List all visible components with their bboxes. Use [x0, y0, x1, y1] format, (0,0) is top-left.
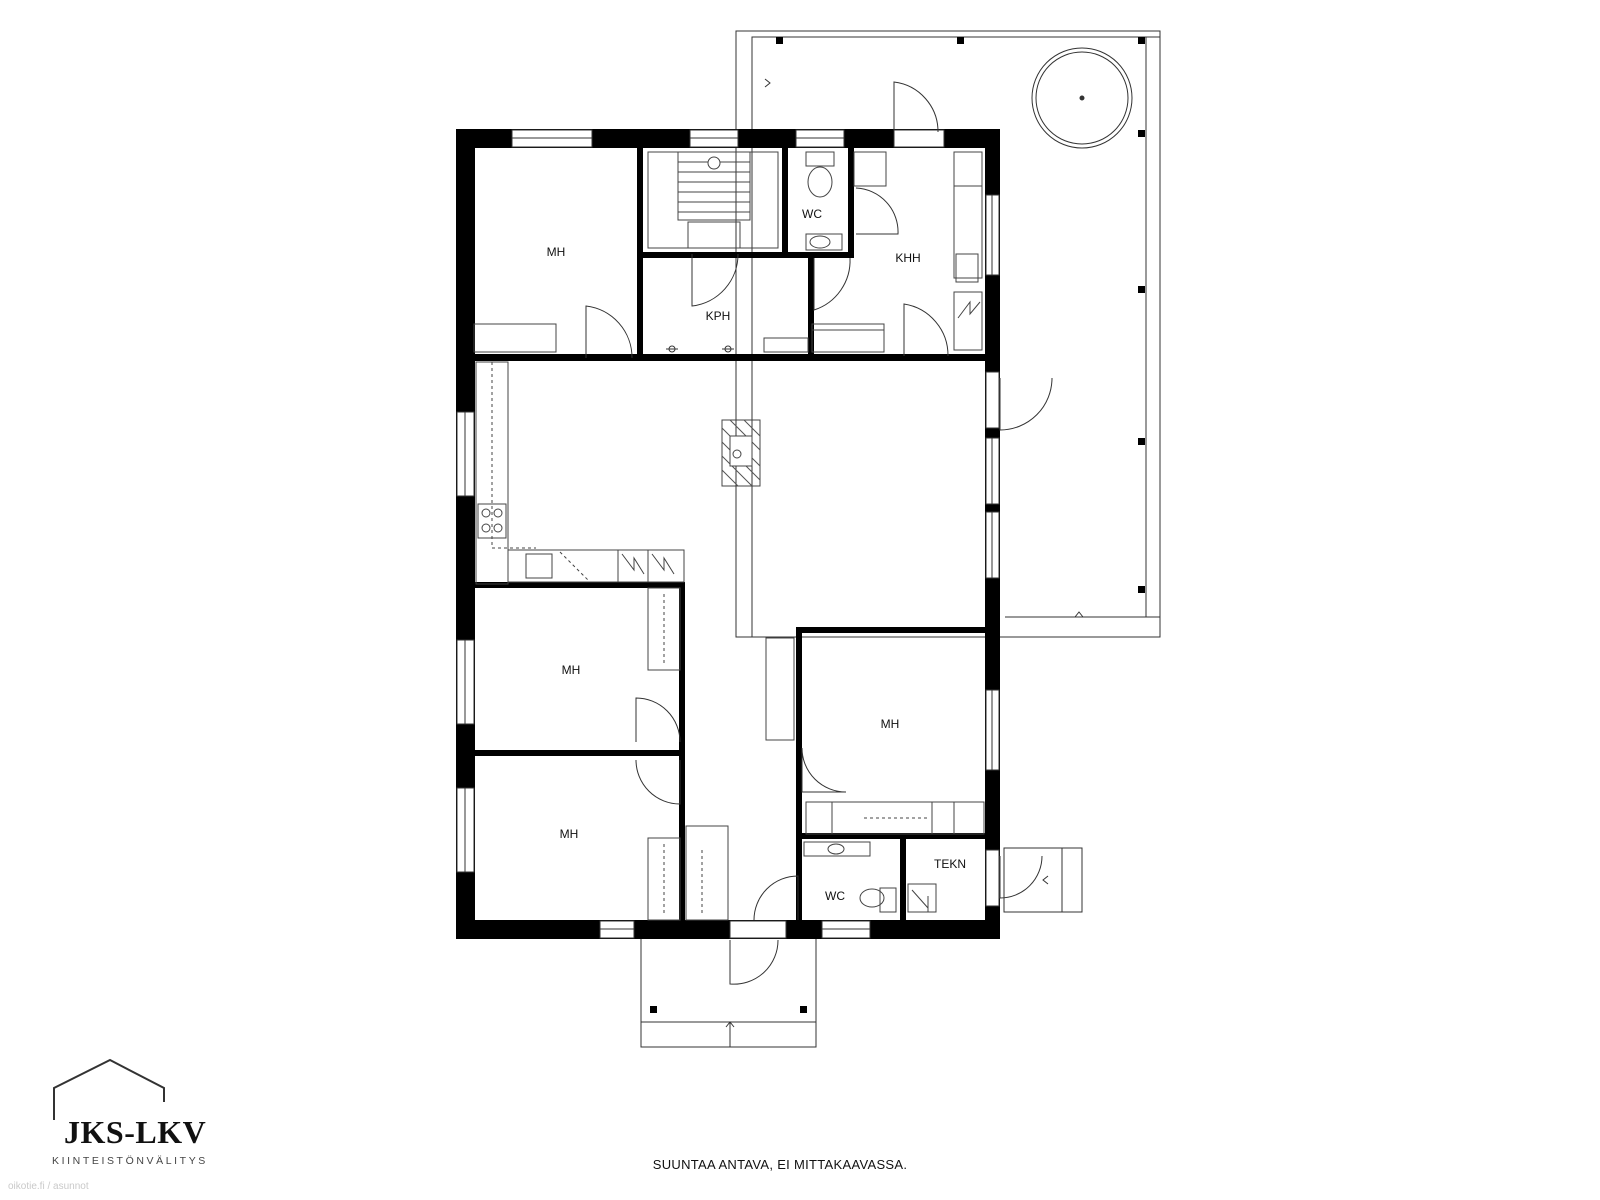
room-label-kph: KPH — [706, 309, 731, 323]
terrace-posts — [776, 37, 1145, 593]
room-label-khh: KHH — [895, 251, 920, 265]
fixtures — [473, 151, 985, 921]
sauna — [647, 151, 779, 249]
logo-subtitle: KIINTEISTÖNVÄLITYS — [52, 1155, 208, 1167]
porch-right — [1003, 847, 1083, 913]
room-label-tekn: TEKN — [934, 857, 966, 871]
porch-posts — [650, 1006, 807, 1013]
doors — [585, 81, 1053, 985]
logo-wordmark: JKS-LKV — [64, 1114, 207, 1150]
room-label-mh-left-mid: MH — [562, 663, 581, 677]
room-label-mh-left-bottom: MH — [560, 827, 579, 841]
porch-bottom — [640, 934, 817, 1048]
terrace-right — [735, 30, 1161, 638]
company-logo: JKS-LKV KIINTEISTÖNVÄLITYS — [52, 1058, 232, 1168]
house-roof-icon — [53, 1058, 165, 1120]
room-label-mh-right: MH — [881, 717, 900, 731]
taps — [666, 345, 734, 353]
disclaimer-note: SUUNTAA ANTAVA, EI MITTAKAAVASSA. — [652, 1157, 908, 1172]
interior-walls — [475, 148, 985, 920]
source-watermark: oikotie.fi / asunnot — [8, 1181, 89, 1192]
room-label-wc-bottom: WC — [825, 889, 845, 903]
windows — [456, 129, 1000, 939]
room-label-mh-top: MH — [547, 245, 566, 259]
room-label-wc-top: WC — [802, 207, 822, 221]
window-centerlines — [464, 137, 993, 930]
